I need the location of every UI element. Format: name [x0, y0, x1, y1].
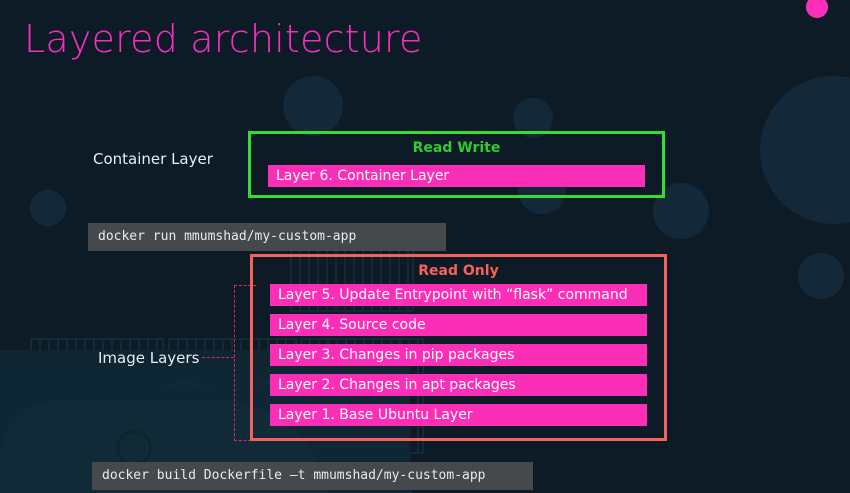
read-write-caption: Read Write	[412, 140, 501, 156]
read-write-group: Read Write Layer 6. Container Layer	[248, 131, 665, 198]
page-title: Layered architecture	[24, 17, 423, 61]
bg-circle	[30, 190, 66, 226]
layer-bar[interactable]: Layer 2. Changes in apt packages	[270, 374, 647, 396]
bracket-bottom-tick	[234, 440, 256, 441]
bg-circle	[283, 76, 343, 136]
read-only-bar-list: Layer 5. Update Entrypoint with “flask” …	[270, 284, 647, 426]
image-layers-bracket	[202, 285, 256, 441]
whale-eye	[116, 430, 152, 466]
layer-bar[interactable]: Layer 5. Update Entrypoint with “flask” …	[270, 284, 647, 306]
container-layer-label: Container Layer	[93, 150, 213, 168]
layer-bar[interactable]: Layer 3. Changes in pip packages	[270, 344, 647, 366]
layer-bar[interactable]: Layer 6. Container Layer	[268, 165, 645, 187]
read-only-caption: Read Only	[418, 263, 499, 279]
wave-icon	[155, 382, 215, 409]
bracket-top-tick	[234, 285, 256, 286]
bracket-stem	[202, 357, 234, 358]
layer-bar[interactable]: Layer 1. Base Ubuntu Layer	[270, 404, 647, 426]
docker-build-command: docker build Dockerfile –t mmumshad/my-c…	[92, 462, 533, 490]
image-layers-label: Image Layers	[98, 349, 200, 367]
bg-circle	[760, 76, 850, 224]
whale-fin	[0, 462, 95, 493]
layer-bar[interactable]: Layer 4. Source code	[270, 314, 647, 336]
bracket-vertical-line	[234, 285, 235, 441]
pink-dot-accent	[806, 0, 828, 18]
bg-circle	[798, 253, 844, 299]
read-write-bar-list: Layer 6. Container Layer	[268, 165, 645, 187]
docker-run-command: docker run mmumshad/my-custom-app	[88, 223, 446, 251]
read-only-group: Read Only Layer 5. Update Entrypoint wit…	[250, 254, 667, 441]
